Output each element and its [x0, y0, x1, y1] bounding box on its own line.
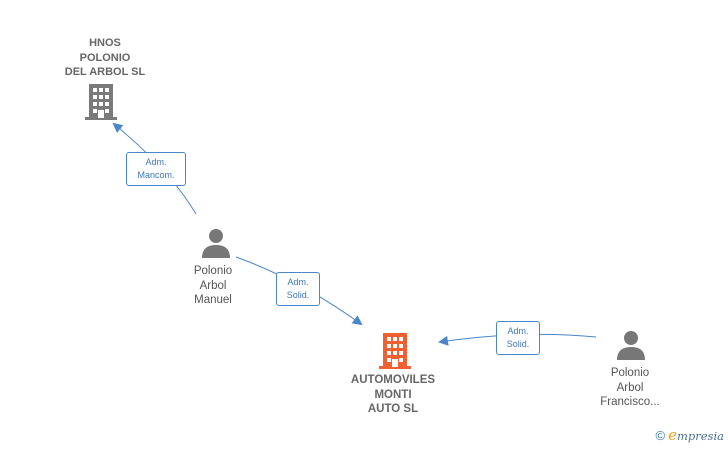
- company-name-line: MONTI: [374, 388, 412, 401]
- person-name-line: Polonio: [610, 367, 650, 379]
- edge-label-line: Adm.: [145, 157, 167, 167]
- company-name-line: HNOS: [89, 37, 121, 49]
- brand-logo-text: mpresia: [676, 429, 724, 443]
- brand-footer: ©empresia: [656, 426, 725, 444]
- edge-label-line: Adm.: [287, 277, 309, 287]
- company-label-hnos[interactable]: HNOS POLONIO DEL ARBOL SL: [40, 36, 170, 80]
- building-icon[interactable]: [379, 333, 411, 369]
- edge-label-line: Solid.: [286, 290, 310, 300]
- person-name-line: Manuel: [194, 294, 232, 306]
- brand-logo-initial: e: [668, 426, 677, 444]
- person-icon[interactable]: [616, 330, 646, 360]
- person-icon[interactable]: [201, 228, 231, 258]
- company-name-line: AUTOMOVILES: [350, 374, 436, 386]
- company-name-line: POLONIO: [79, 51, 131, 64]
- person-label-manuel[interactable]: Polonio Arbol Manuel: [163, 264, 263, 308]
- company-name-line: AUTO SL: [367, 403, 419, 415]
- person-name-line: Arbol: [199, 279, 227, 292]
- edge-label-line: Mancom.: [137, 170, 175, 180]
- edge-label-manuel-automoviles[interactable]: Adm. Solid.: [276, 272, 320, 306]
- edge-label-francisco-automoviles[interactable]: Adm. Solid.: [496, 321, 540, 355]
- company-name-line: DEL ARBOL SL: [64, 66, 146, 78]
- copyright-icon: ©: [655, 428, 666, 443]
- person-name-line: Francisco...: [600, 396, 660, 408]
- person-label-francisco[interactable]: Polonio Arbol Francisco...: [578, 366, 682, 410]
- edge-label-line: Adm.: [507, 326, 529, 336]
- person-name-line: Arbol: [616, 381, 644, 394]
- company-label-automoviles[interactable]: AUTOMOVILES MONTI AUTO SL: [328, 373, 458, 417]
- building-icon[interactable]: [85, 84, 117, 120]
- edge-label-line: Solid.: [506, 339, 530, 349]
- edge-label-manuel-hnos[interactable]: Adm. Mancom.: [126, 152, 186, 186]
- person-name-line: Polonio: [193, 265, 233, 277]
